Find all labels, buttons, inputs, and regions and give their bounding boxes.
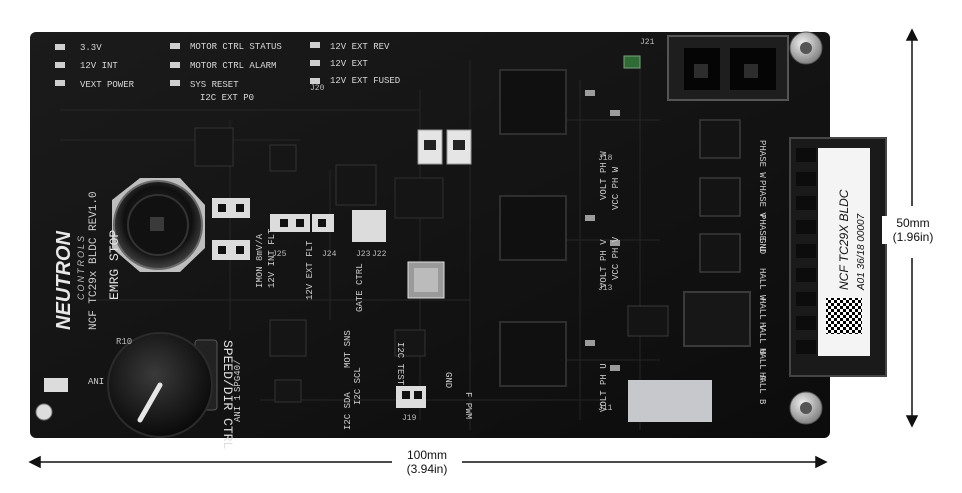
silkscreen-text: HALL W: [757, 268, 767, 301]
width-dimension-label: 100mm (3.94in): [392, 448, 462, 476]
silkscreen-text: VOLT PH W: [599, 151, 609, 200]
led-label-33v: 3.3V: [80, 43, 102, 53]
silkscreen-text: VOLT PH V: [599, 239, 609, 288]
silkscreen-text: NEUTRON: [53, 231, 75, 330]
gnd-silk: GND: [443, 372, 453, 388]
ani-silk: ANI: [88, 377, 104, 387]
emergency-stop-button: [112, 178, 205, 272]
i2c-scl-silk: I2C SCL: [353, 367, 363, 405]
silkscreen-text: J24: [322, 250, 337, 259]
silkscreen-text: J20: [310, 84, 325, 93]
i2c-test-silk: I2C TEST: [395, 342, 405, 386]
silkscreen-text: VCC PH V: [611, 236, 621, 280]
led-label-12vextrev: 12V EXT REV: [330, 42, 390, 52]
mot-sns-silk: MOT SNS: [343, 330, 353, 368]
speed-dir-label: SPEED/DIR CTRL: [220, 340, 235, 449]
silkscreen-text: J11: [598, 404, 613, 413]
led-label-sys-reset: SYS RESET: [190, 80, 239, 90]
led-label-i2c-ext: I2C EXT P0: [200, 93, 254, 103]
r10-silk: R10: [116, 337, 132, 347]
silkscreen-text: CONTROLS: [76, 234, 86, 300]
silkscreen-text: HALL U: [757, 322, 767, 354]
silkscreen-text: J13: [598, 284, 613, 293]
silkscreen-text: PHASE W: [757, 140, 767, 178]
dimension-arrows: [28, 28, 919, 469]
silkscreen-text: J23: [356, 250, 371, 259]
silkscreen-text: J18: [598, 154, 613, 163]
imon-silk: IMON 8mV/A: [255, 233, 265, 288]
silkscreen-text: J21: [640, 38, 655, 47]
height-mm: 50mm: [896, 216, 930, 230]
silkscreen-text: PHASE U: [757, 214, 767, 252]
led-label-12vextfused: 12V EXT FUSED: [330, 76, 400, 86]
led-label-motor-alarm: MOTOR CTRL ALARM: [190, 61, 276, 71]
power-connector: [667, 35, 789, 101]
spg-silk: SPG40/: [233, 360, 243, 392]
silkscreen-text: HALL V: [757, 298, 767, 331]
height-in: (1.96in): [892, 230, 934, 244]
silkscreen-text: HALL B: [757, 372, 767, 405]
label-pad: [628, 380, 712, 422]
gate-driver-chips: [499, 69, 567, 387]
width-in: (3.94in): [406, 462, 448, 476]
sticker-line1: NCF TC29X BLDC: [837, 189, 851, 290]
led-label-motor-status: MOTOR CTRL STATUS: [190, 42, 282, 52]
led-label-12vext: 12V EXT: [330, 59, 368, 69]
width-mm: 100mm: [406, 448, 447, 462]
silkscreen-text: J25: [272, 250, 287, 259]
ext-flt-silk: 12V EXT FLT: [305, 240, 315, 300]
emrg-stop-label: EMRG STOP: [107, 230, 122, 300]
ani1-silk: ANI 1: [233, 395, 243, 422]
speed-knob: [107, 332, 218, 438]
jumper-headers: [212, 198, 426, 408]
neutron-logo: NEUTRON CONTROLS: [53, 231, 86, 330]
status-leds: [55, 42, 320, 86]
silkscreen-text: VOLT PH U: [599, 363, 609, 412]
silkscreen-text: GND: [757, 238, 767, 254]
silkscreen-text: HALL A: [757, 348, 767, 381]
qr-code: [826, 298, 862, 334]
silkscreen-text: J19: [402, 414, 417, 423]
silkscreen-text: PHASE V: [757, 180, 767, 218]
led-label-vext: VEXT POWER: [80, 80, 135, 90]
height-dimension-label: 50mm (1.96in): [882, 216, 944, 244]
model-silk: NCF TC29x BLDC REV1.0: [88, 191, 100, 330]
led-label-12vint: 12V INT: [80, 61, 118, 71]
f-pwm-silk: F PWM: [463, 392, 473, 419]
silkscreen-text: VCC PH W: [611, 166, 621, 210]
gate-ctrl-silk: GATE CTRL: [355, 263, 365, 312]
int-flt-silk: 12V INT FLT: [267, 228, 277, 288]
terminal-block-connector: [789, 137, 887, 377]
mounting-screws: [35, 31, 823, 425]
trace-texture: [60, 60, 660, 430]
i2c-sda-silk: I2C SDA: [343, 392, 353, 430]
silkscreen-text: J22: [372, 250, 387, 259]
sticker-line2: A01 36/18 00007: [856, 213, 867, 291]
